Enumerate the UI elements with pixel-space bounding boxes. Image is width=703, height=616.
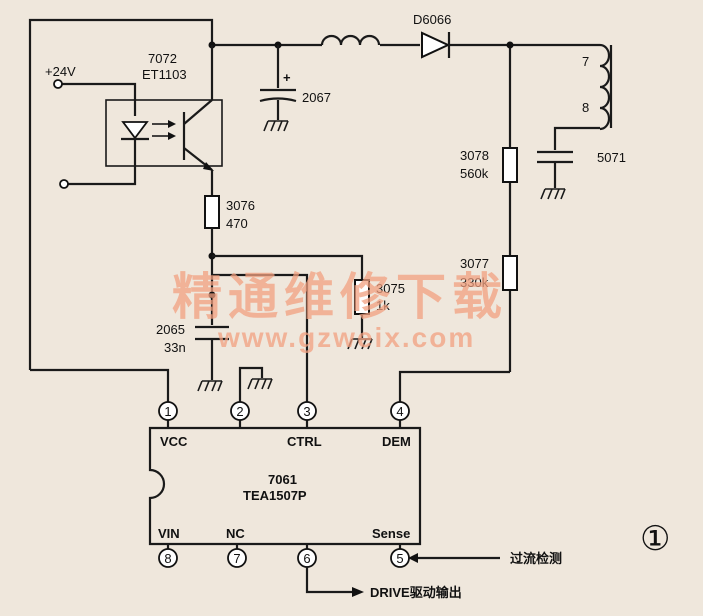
ic-label-vin: VIN <box>158 526 180 541</box>
optocoupler-7072 <box>53 45 223 196</box>
pin-4-number: 4 <box>396 404 403 419</box>
label-r3075-val: 1k <box>376 298 390 313</box>
ic-ref: 7061 <box>268 472 297 487</box>
pin-1-number: 1 <box>164 404 171 419</box>
figure-number: ① <box>640 519 670 559</box>
pin-7-circle <box>227 548 247 568</box>
drive-output-arrow <box>305 567 364 597</box>
pin-7-number: 7 <box>233 551 240 566</box>
label-opto-part: ET1103 <box>142 67 187 82</box>
label-tap-7: 7 <box>582 54 589 69</box>
pin-2-number: 2 <box>236 404 243 419</box>
label-drive-output: DRIVE驱动输出 <box>370 585 462 600</box>
junction-dot <box>506 41 514 49</box>
ic-pins: 1 2 3 4 8 7 6 5 <box>158 401 410 568</box>
label-opto-ref: 7072 <box>148 51 177 66</box>
watermark-chinese: 精通维修下载 <box>172 268 508 326</box>
diode-d6066 <box>421 31 451 59</box>
label-r3076-val: 470 <box>226 216 248 231</box>
pin-5-number: 5 <box>396 551 403 566</box>
label-cap-2065-ref: 2065 <box>156 322 185 337</box>
ic-label-vcc: VCC <box>160 434 188 449</box>
pin-1-circle <box>158 401 178 421</box>
label-r3076-ref: 3076 <box>226 198 255 213</box>
ic-part: TEA1507P <box>243 488 307 503</box>
label-diode: D6066 <box>413 12 451 27</box>
ic-label-ctrl: CTRL <box>287 434 322 449</box>
label-transformer: 5071 <box>597 150 626 165</box>
ic-label-nc: NC <box>226 526 245 541</box>
watermark-url: www.gzweix.com <box>217 322 475 353</box>
overcurrent-arrow <box>408 553 500 563</box>
label-r3077-val: 330k <box>460 275 489 290</box>
pin-6-number: 6 <box>303 551 310 566</box>
vcc-wire <box>30 368 170 408</box>
ic-label-dem: DEM <box>382 434 411 449</box>
label-cap-plus: + <box>283 70 291 85</box>
label-overcurrent: 过流检测 <box>510 551 562 566</box>
resistor-3076 <box>204 195 220 229</box>
label-r3078-val: 560k <box>460 166 489 181</box>
resistor-3077 <box>502 255 518 291</box>
capacitor-2067 <box>259 45 297 132</box>
ic-label-sense: Sense <box>372 526 410 541</box>
label-r3078-ref: 3078 <box>460 148 489 163</box>
pin2-ground <box>238 366 273 408</box>
transformer-5071 <box>537 43 613 200</box>
resistor-3075-branch <box>212 254 373 408</box>
pin-3-number: 3 <box>303 404 310 419</box>
label-cap-2065-val: 33n <box>164 340 186 355</box>
capacitor-2065 <box>195 325 229 392</box>
pin-4-circle <box>390 401 410 421</box>
label-r3075-ref: 3075 <box>376 281 405 296</box>
pin-8-circle <box>158 548 178 568</box>
inductor <box>320 34 381 46</box>
top-rail-wires <box>28 18 600 408</box>
pin-2-circle <box>230 401 250 421</box>
pin-8-number: 8 <box>164 551 171 566</box>
label-tap-8: 8 <box>582 100 589 115</box>
label-r3077-ref: 3077 <box>460 256 489 271</box>
pin-3-circle <box>297 401 317 421</box>
junction-dot <box>208 291 216 299</box>
label-cap-2067: 2067 <box>302 90 331 105</box>
resistor-3078 <box>502 147 518 183</box>
label-supply: +24V <box>45 64 76 79</box>
ic-tea1507p: VCC CTRL DEM 7061 TEA1507P VIN NC Sense <box>148 426 422 546</box>
